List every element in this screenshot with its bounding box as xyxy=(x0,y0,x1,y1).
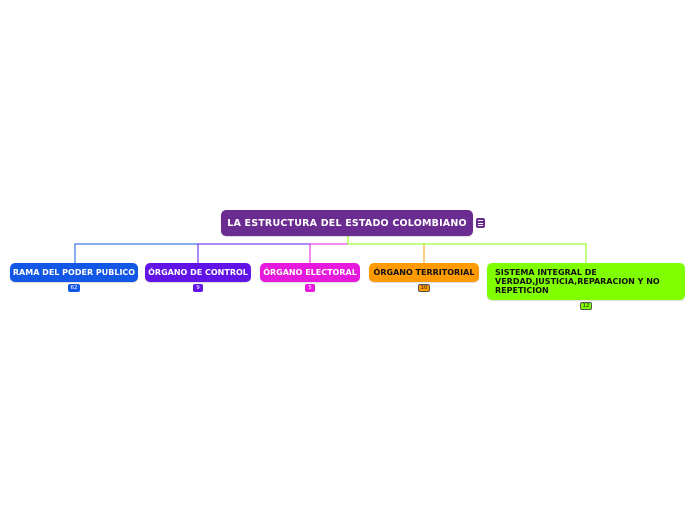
branch-organo-territorial[interactable]: ÓRGANO TERRITORIAL xyxy=(369,263,479,282)
connector-organo-de-control xyxy=(197,236,349,263)
connector-rama-del-poder-publico xyxy=(74,236,349,263)
connector-organo-electoral xyxy=(309,236,349,263)
branch-rama-del-poder-publico[interactable]: RAMA DEL PODER PUBLICO xyxy=(10,263,138,282)
child-count-badge[interactable]: 9 xyxy=(193,284,203,292)
child-count-badge[interactable]: 12 xyxy=(580,302,592,310)
child-count-badge[interactable]: 5 xyxy=(305,284,315,292)
branch-label: RAMA DEL PODER PUBLICO xyxy=(12,268,136,277)
child-count-badge[interactable]: 10 xyxy=(418,284,430,292)
branch-label: ÓRGANO ELECTORAL xyxy=(263,268,357,277)
note-lines-icon[interactable] xyxy=(476,218,485,228)
branch-organo-electoral[interactable]: ÓRGANO ELECTORAL xyxy=(260,263,360,282)
branch-label: ÓRGANO TERRITORIAL xyxy=(373,268,475,277)
branch-label: ÓRGANO DE CONTROL xyxy=(148,268,248,277)
child-count-badge[interactable]: 62 xyxy=(68,284,80,292)
root-topic[interactable]: LA ESTRUCTURA DEL ESTADO COLOMBIANO xyxy=(221,210,473,236)
branch-organo-de-control[interactable]: ÓRGANO DE CONTROL xyxy=(145,263,251,282)
root-topic-label: LA ESTRUCTURA DEL ESTADO COLOMBIANO xyxy=(227,217,467,229)
connector-organo-territorial xyxy=(347,236,425,263)
branch-label: SISTEMA INTEGRAL DE VERDAD,JUSTICIA,REPA… xyxy=(495,268,660,295)
branch-sistema-integral[interactable]: SISTEMA INTEGRAL DE VERDAD,JUSTICIA,REPA… xyxy=(487,263,685,300)
connector-sistema-integral xyxy=(347,236,587,263)
